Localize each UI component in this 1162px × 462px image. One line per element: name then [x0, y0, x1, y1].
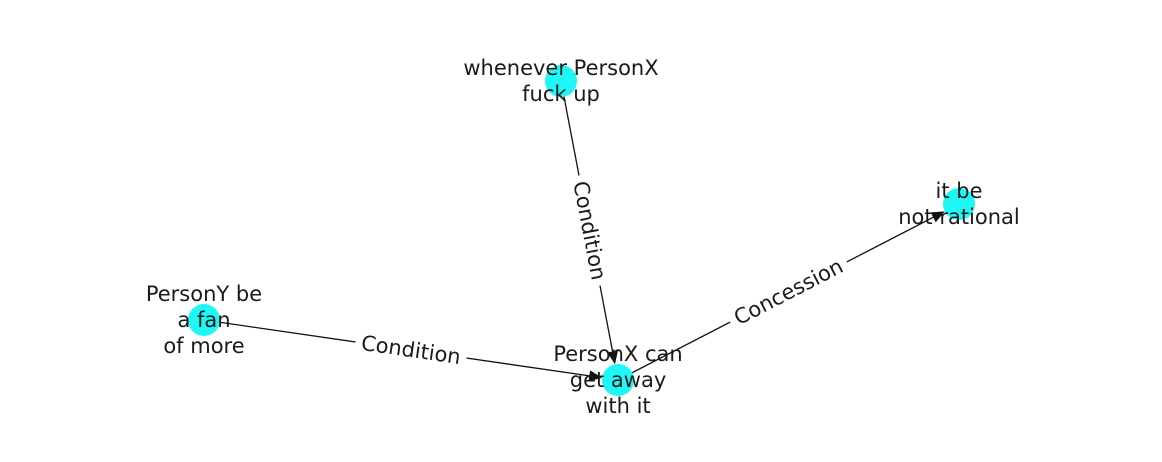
node-rational	[943, 188, 975, 220]
edge-label-group: Condition	[353, 329, 469, 371]
edge-label: Condition	[360, 331, 463, 369]
node-label-line: of more	[163, 334, 244, 358]
edge-label-background	[353, 329, 469, 371]
node-label-line: PersonY be	[146, 282, 262, 306]
node-fan	[188, 304, 220, 336]
node-label-line: a fan	[177, 308, 230, 332]
edge-whenever-getaway: Condition	[560, 80, 618, 365]
node-label-line: whenever PersonX	[463, 56, 658, 80]
edge-label-background	[566, 172, 613, 289]
node-label-line: with it	[585, 394, 650, 418]
edge-fan-getaway: Condition	[203, 319, 603, 382]
node-label-line: not rational	[898, 205, 1020, 229]
node-getaway	[602, 364, 634, 396]
node-whenever	[545, 65, 577, 97]
edge-arrowhead	[607, 350, 618, 365]
edge-arrowhead	[588, 370, 603, 382]
edge-label-group: Condition	[566, 172, 613, 289]
edge-label: Condition	[568, 179, 610, 282]
node-label-line: fuck up	[522, 82, 600, 106]
node-label-line: PersonX can	[553, 342, 682, 366]
node-label-line: get away	[570, 368, 667, 392]
edge-arrowhead	[930, 211, 945, 223]
edge-label-group: Concession	[724, 250, 853, 334]
edge-label: Concession	[730, 254, 847, 330]
node-label-line: it be	[936, 179, 983, 203]
edge-label-background	[724, 250, 853, 334]
nodes-layer	[188, 65, 975, 396]
